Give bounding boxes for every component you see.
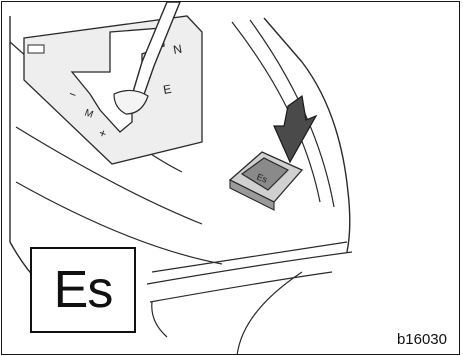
console-front-edge <box>147 242 352 355</box>
es-callout-box: Es <box>30 247 136 333</box>
push-arrow-icon <box>274 96 316 162</box>
figure-id: b16030 <box>397 331 447 348</box>
es-callout-label: Es <box>54 264 113 316</box>
plate-indicator <box>28 45 44 53</box>
